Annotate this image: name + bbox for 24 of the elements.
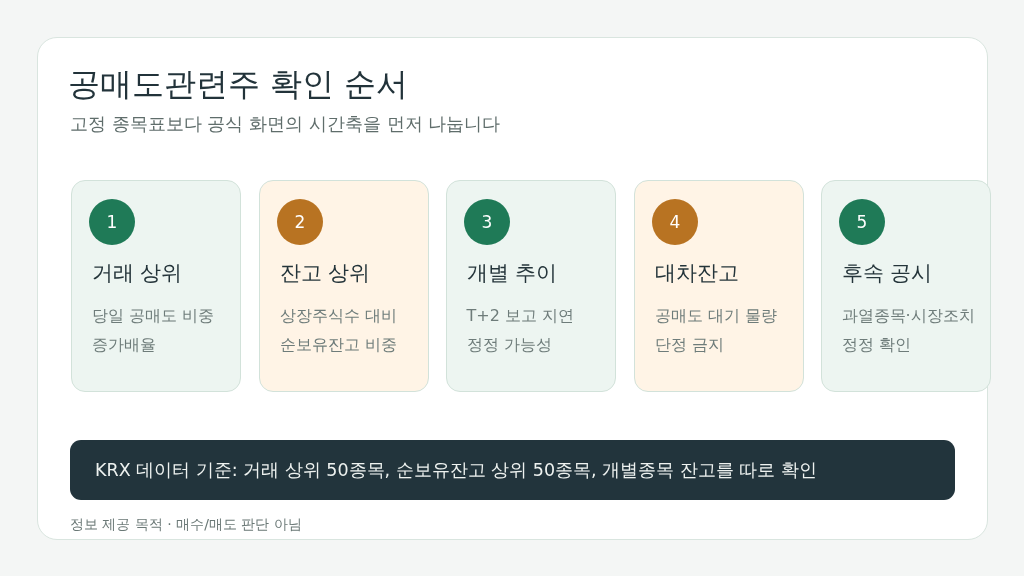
info-bar: KRX 데이터 기준: 거래 상위 50종목, 순보유잔고 상위 50종목, 개별종목 잔고를 따로 확인 xyxy=(70,440,955,500)
step-card xyxy=(446,180,616,392)
card-heading: 후속 공시 xyxy=(841,260,933,287)
card-heading: 거래 상위 xyxy=(91,260,183,287)
card-text: T+2 보고 지연 정정 가능성 xyxy=(466,304,576,356)
number-circle: 3 xyxy=(464,199,510,245)
card-heading: 개별 추이 xyxy=(466,260,558,287)
number-circle: 5 xyxy=(839,199,885,245)
step-card xyxy=(821,180,991,392)
footnote: 정보 제공 목적 · 매수/매도 판단 아님 xyxy=(70,515,302,533)
card-heading: 잔고 상위 xyxy=(279,260,371,287)
card-text: 공매도 대기 물량 단정 금지 xyxy=(654,304,778,356)
number-circle: 1 xyxy=(89,199,135,245)
card-heading: 대차잔고 xyxy=(654,260,739,287)
subtitle: 고정 종목표보다 공식 화면의 시간축을 먼저 나눕니다 xyxy=(70,112,501,136)
title: 공매도관련주 확인 순서 xyxy=(68,64,409,104)
card-text: 당일 공매도 비중 증가배율 xyxy=(91,304,215,356)
card-text: 과열종목·시장조치 정정 확인 xyxy=(841,304,976,356)
step-card xyxy=(71,180,241,392)
number-circle: 2 xyxy=(277,199,323,245)
card-text: 상장주식수 대비 순보유잔고 비중 xyxy=(279,304,398,356)
number-circle: 4 xyxy=(652,199,698,245)
step-card xyxy=(259,180,429,392)
step-card xyxy=(634,180,804,392)
